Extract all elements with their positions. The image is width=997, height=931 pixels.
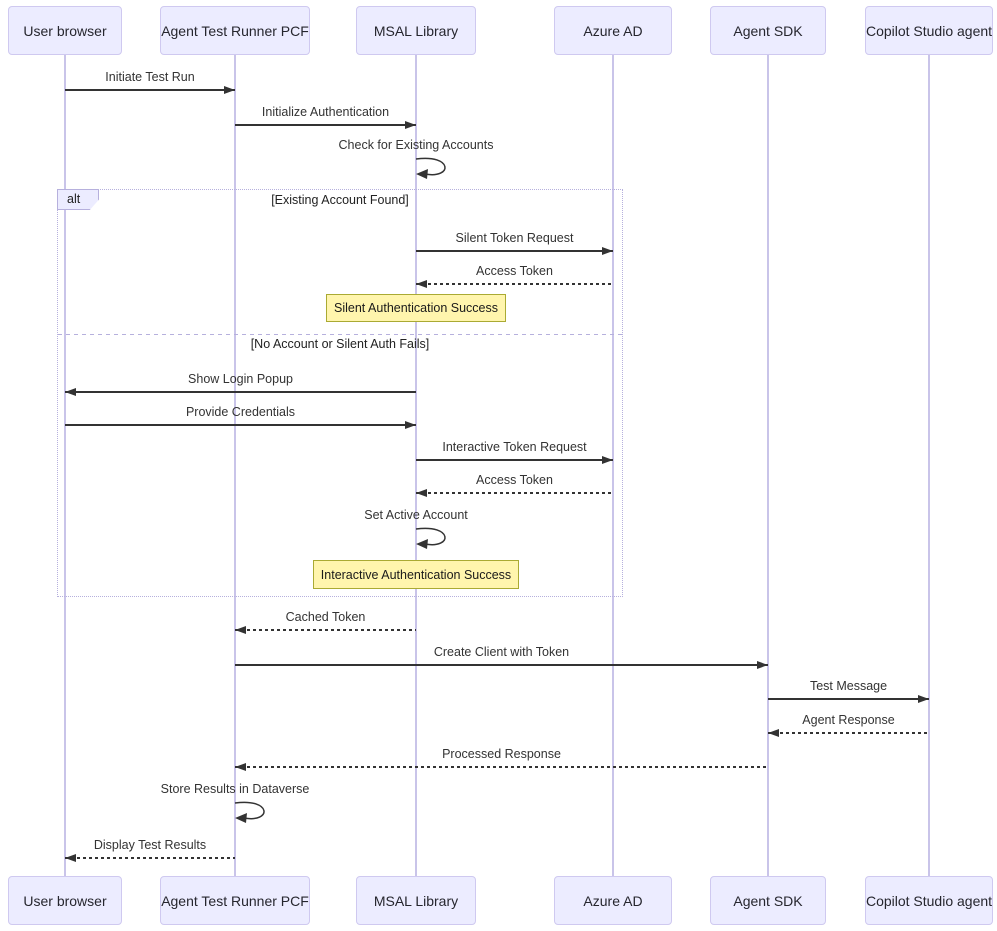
arrowhead-icon	[235, 625, 246, 634]
message-label-show-login-popup: Show Login Popup	[188, 372, 293, 386]
participant-ub-bottom: User browser	[8, 876, 122, 925]
lifeline-msal	[415, 55, 417, 876]
self-message-loop-store-results-in-dataverse	[234, 800, 280, 824]
note-silent-authentication-success: Silent Authentication Success	[326, 294, 506, 322]
message-label-access-token: Access Token	[476, 264, 553, 278]
message-line-show-login-popup	[65, 391, 416, 393]
lifeline-sdk	[767, 55, 769, 876]
message-label-test-message: Test Message	[809, 679, 888, 693]
message-line-display-test-results	[65, 857, 235, 859]
arrowhead-icon	[405, 420, 416, 429]
arrowhead-icon	[235, 762, 246, 771]
message-line-processed-response	[235, 766, 768, 768]
arrowhead-icon	[602, 246, 613, 255]
message-line-initiate-test-run	[65, 89, 235, 91]
message-label-access-token: Access Token	[476, 473, 553, 487]
arrowhead-icon	[602, 455, 613, 464]
participant-ub-top: User browser	[8, 6, 122, 55]
arrowhead-icon	[65, 387, 76, 396]
participant-aad-top: Azure AD	[554, 6, 672, 55]
participant-aad-bottom: Azure AD	[554, 876, 672, 925]
message-line-initialize-authentication	[235, 124, 416, 126]
arrowhead-icon	[65, 853, 76, 862]
lifeline-aad	[612, 55, 614, 876]
self-message-loop-set-active-account	[415, 526, 461, 550]
message-line-agent-response	[768, 732, 929, 734]
message-label-interactive-token-request: Interactive Token Request	[442, 440, 587, 454]
message-label-set-active-account: Set Active Account	[364, 508, 468, 522]
message-label-provide-credentials: Provide Credentials	[185, 405, 296, 419]
alt-else-divider	[58, 334, 622, 336]
self-message-loop-check-for-existing-accounts	[415, 156, 461, 180]
message-label-check-for-existing-accounts: Check for Existing Accounts	[338, 138, 494, 152]
message-label-store-results-in-dataverse: Store Results in Dataverse	[160, 782, 310, 796]
message-label-agent-response: Agent Response	[802, 713, 895, 727]
message-label-silent-token-request: Silent Token Request	[455, 231, 574, 245]
participant-pcf-bottom: Agent Test Runner PCF	[160, 876, 310, 925]
arrowhead-icon	[224, 85, 235, 94]
participant-cs-top: Copilot Studio agent	[865, 6, 993, 55]
message-line-access-token	[416, 283, 613, 285]
lifeline-ub	[64, 55, 66, 876]
alt-condition: [Existing Account Found]	[271, 193, 409, 207]
participant-pcf-top: Agent Test Runner PCF	[160, 6, 310, 55]
alt-frame: alt [Existing Account Found] [No Account o…	[57, 189, 623, 597]
message-line-create-client-with-token	[235, 664, 768, 666]
message-label-display-test-results: Display Test Results	[93, 838, 207, 852]
lifeline-pcf	[234, 55, 236, 876]
arrowhead-icon	[757, 660, 768, 669]
arrowhead-icon	[768, 728, 779, 737]
message-line-silent-token-request	[416, 250, 613, 252]
alt-condition: [No Account or Silent Auth Fails]	[250, 337, 430, 351]
message-label-cached-token: Cached Token	[285, 610, 366, 624]
participant-sdk-bottom: Agent SDK	[710, 876, 826, 925]
arrowhead-icon	[405, 120, 416, 129]
message-line-provide-credentials	[65, 424, 416, 426]
message-label-initiate-test-run: Initiate Test Run	[105, 70, 195, 84]
message-line-test-message	[768, 698, 929, 700]
participant-cs-bottom: Copilot Studio agent	[865, 876, 993, 925]
message-label-create-client-with-token: Create Client with Token	[433, 645, 570, 659]
lifeline-cs	[928, 55, 930, 876]
participant-msal-top: MSAL Library	[356, 6, 476, 55]
arrowhead-icon	[416, 488, 427, 497]
arrowhead-icon	[918, 694, 929, 703]
arrowhead-icon	[416, 279, 427, 288]
participant-sdk-top: Agent SDK	[710, 6, 826, 55]
participant-msal-bottom: MSAL Library	[356, 876, 476, 925]
message-label-processed-response: Processed Response	[442, 747, 561, 761]
message-line-interactive-token-request	[416, 459, 613, 461]
note-interactive-authentication-success: Interactive Authentication Success	[313, 560, 519, 589]
alt-operator-label: alt	[57, 189, 99, 210]
message-line-access-token	[416, 492, 613, 494]
message-line-cached-token	[235, 629, 416, 631]
message-label-initialize-authentication: Initialize Authentication	[261, 105, 390, 119]
